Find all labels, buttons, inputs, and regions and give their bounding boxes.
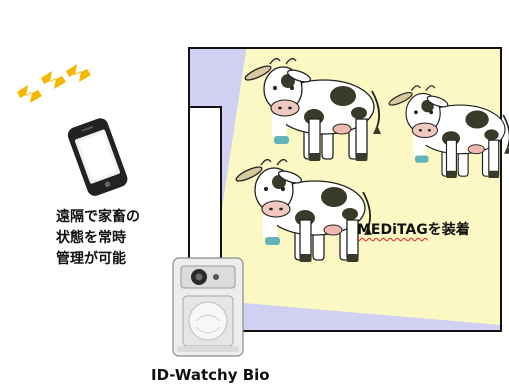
- camera-device-icon: [172, 257, 244, 357]
- device-name-label: ID-Watchy Bio: [151, 366, 270, 384]
- caption-line: 管理が可能: [56, 251, 126, 267]
- caption-line: 状態を常時: [56, 230, 126, 246]
- remote-monitoring-caption: 遠隔で家畜の 状態を常時 管理が可能: [56, 207, 140, 270]
- signal-waves-icon: [17, 64, 91, 103]
- smartphone-icon: [67, 118, 128, 196]
- meditag-label: MEDiTAGを装着: [357, 219, 470, 239]
- meditag-brand: MEDiTAG: [357, 222, 428, 238]
- meditag-suffix: を装着: [427, 222, 470, 238]
- caption-line: 遠隔で家畜の: [56, 209, 140, 225]
